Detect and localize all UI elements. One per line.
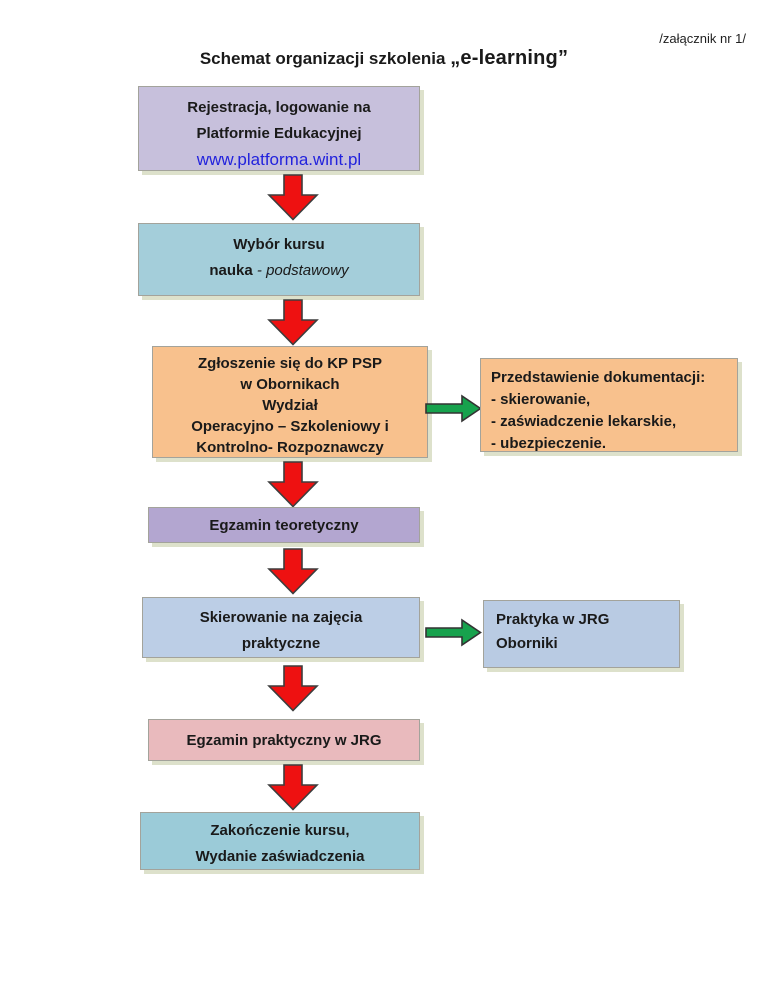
flow-box-course-choice: Wybór kursu nauka - podstawowy	[138, 223, 420, 296]
arrow-right-icon	[425, 394, 482, 423]
application-line-5: Kontrolno- Rozpoznawczy	[196, 439, 384, 456]
referral-line-1: Skierowanie na zajęcia	[199, 609, 363, 626]
documentation-line-1: Przedstawienie dokumentacji:	[491, 369, 706, 386]
flow-box-practical-referral: Skierowanie na zajęcia praktyczne	[142, 597, 420, 658]
documentation-line-2: - skierowanie,	[491, 391, 591, 408]
theory-exam-label: Egzamin teoretyczny	[209, 517, 359, 534]
application-line-3: Wydział	[262, 397, 318, 414]
application-line-1: Zgłoszenie się do KP PSP	[198, 355, 382, 372]
arrow-down-icon	[267, 299, 319, 346]
platform-url-link[interactable]: www.platforma.wint.pl	[196, 150, 362, 169]
arrow-down-icon	[267, 461, 319, 508]
page-title-prefix: Schemat organizacji szkolenia	[199, 49, 451, 68]
flow-box-completion: Zakończenie kursu, Wydanie zaświadczenia	[140, 812, 420, 870]
documentation-line-3: - zaświadczenie lekarskie,	[491, 413, 677, 430]
flow-box-registration: Rejestracja, logowanie na Platformie Edu…	[138, 86, 420, 171]
course-line-2: nauka - podstawowy	[139, 258, 419, 284]
registration-line-1: Rejestracja, logowanie na	[187, 99, 371, 116]
attachment-note: /załącznik nr 1/	[659, 31, 746, 46]
application-line-4: Operacyjno – Szkoleniowy i	[191, 418, 389, 435]
application-line-2: w Obornikach	[240, 376, 340, 393]
arrow-down-icon	[267, 764, 319, 811]
arrow-down-icon	[267, 174, 319, 221]
page-title-quoted: „e-learning”	[450, 47, 569, 69]
practice-line-2: Oborniki	[496, 635, 558, 652]
referral-line-2: praktyczne	[241, 635, 321, 652]
completion-line-1: Zakończenie kursu,	[210, 822, 350, 839]
flow-box-application: Zgłoszenie się do KP PSP w Obornikach Wy…	[152, 346, 428, 458]
course-name: nauka	[209, 262, 253, 279]
arrow-down-icon	[267, 665, 319, 712]
page-title: Schemat organizacji szkolenia „e-learnin…	[0, 47, 768, 70]
practical-exam-label: Egzamin praktyczny w JRG	[186, 732, 382, 749]
registration-line-2: Platformie Edukacyjnej	[196, 125, 362, 142]
documentation-line-4: - ubezpieczenie.	[491, 435, 607, 452]
arrow-down-icon	[267, 548, 319, 595]
flow-box-documentation: Przedstawienie dokumentacji: - skierowan…	[480, 358, 738, 452]
arrow-right-icon	[425, 618, 482, 647]
flow-box-practical-exam: Egzamin praktyczny w JRG	[148, 719, 420, 761]
course-line-1: Wybór kursu	[233, 236, 325, 253]
flow-box-theory-exam: Egzamin teoretyczny	[148, 507, 420, 543]
completion-line-2: Wydanie zaświadczenia	[195, 848, 365, 865]
flow-box-practice: Praktyka w JRG Oborniki	[483, 600, 680, 668]
practice-line-1: Praktyka w JRG	[496, 611, 610, 628]
course-level: - podstawowy	[252, 262, 349, 279]
